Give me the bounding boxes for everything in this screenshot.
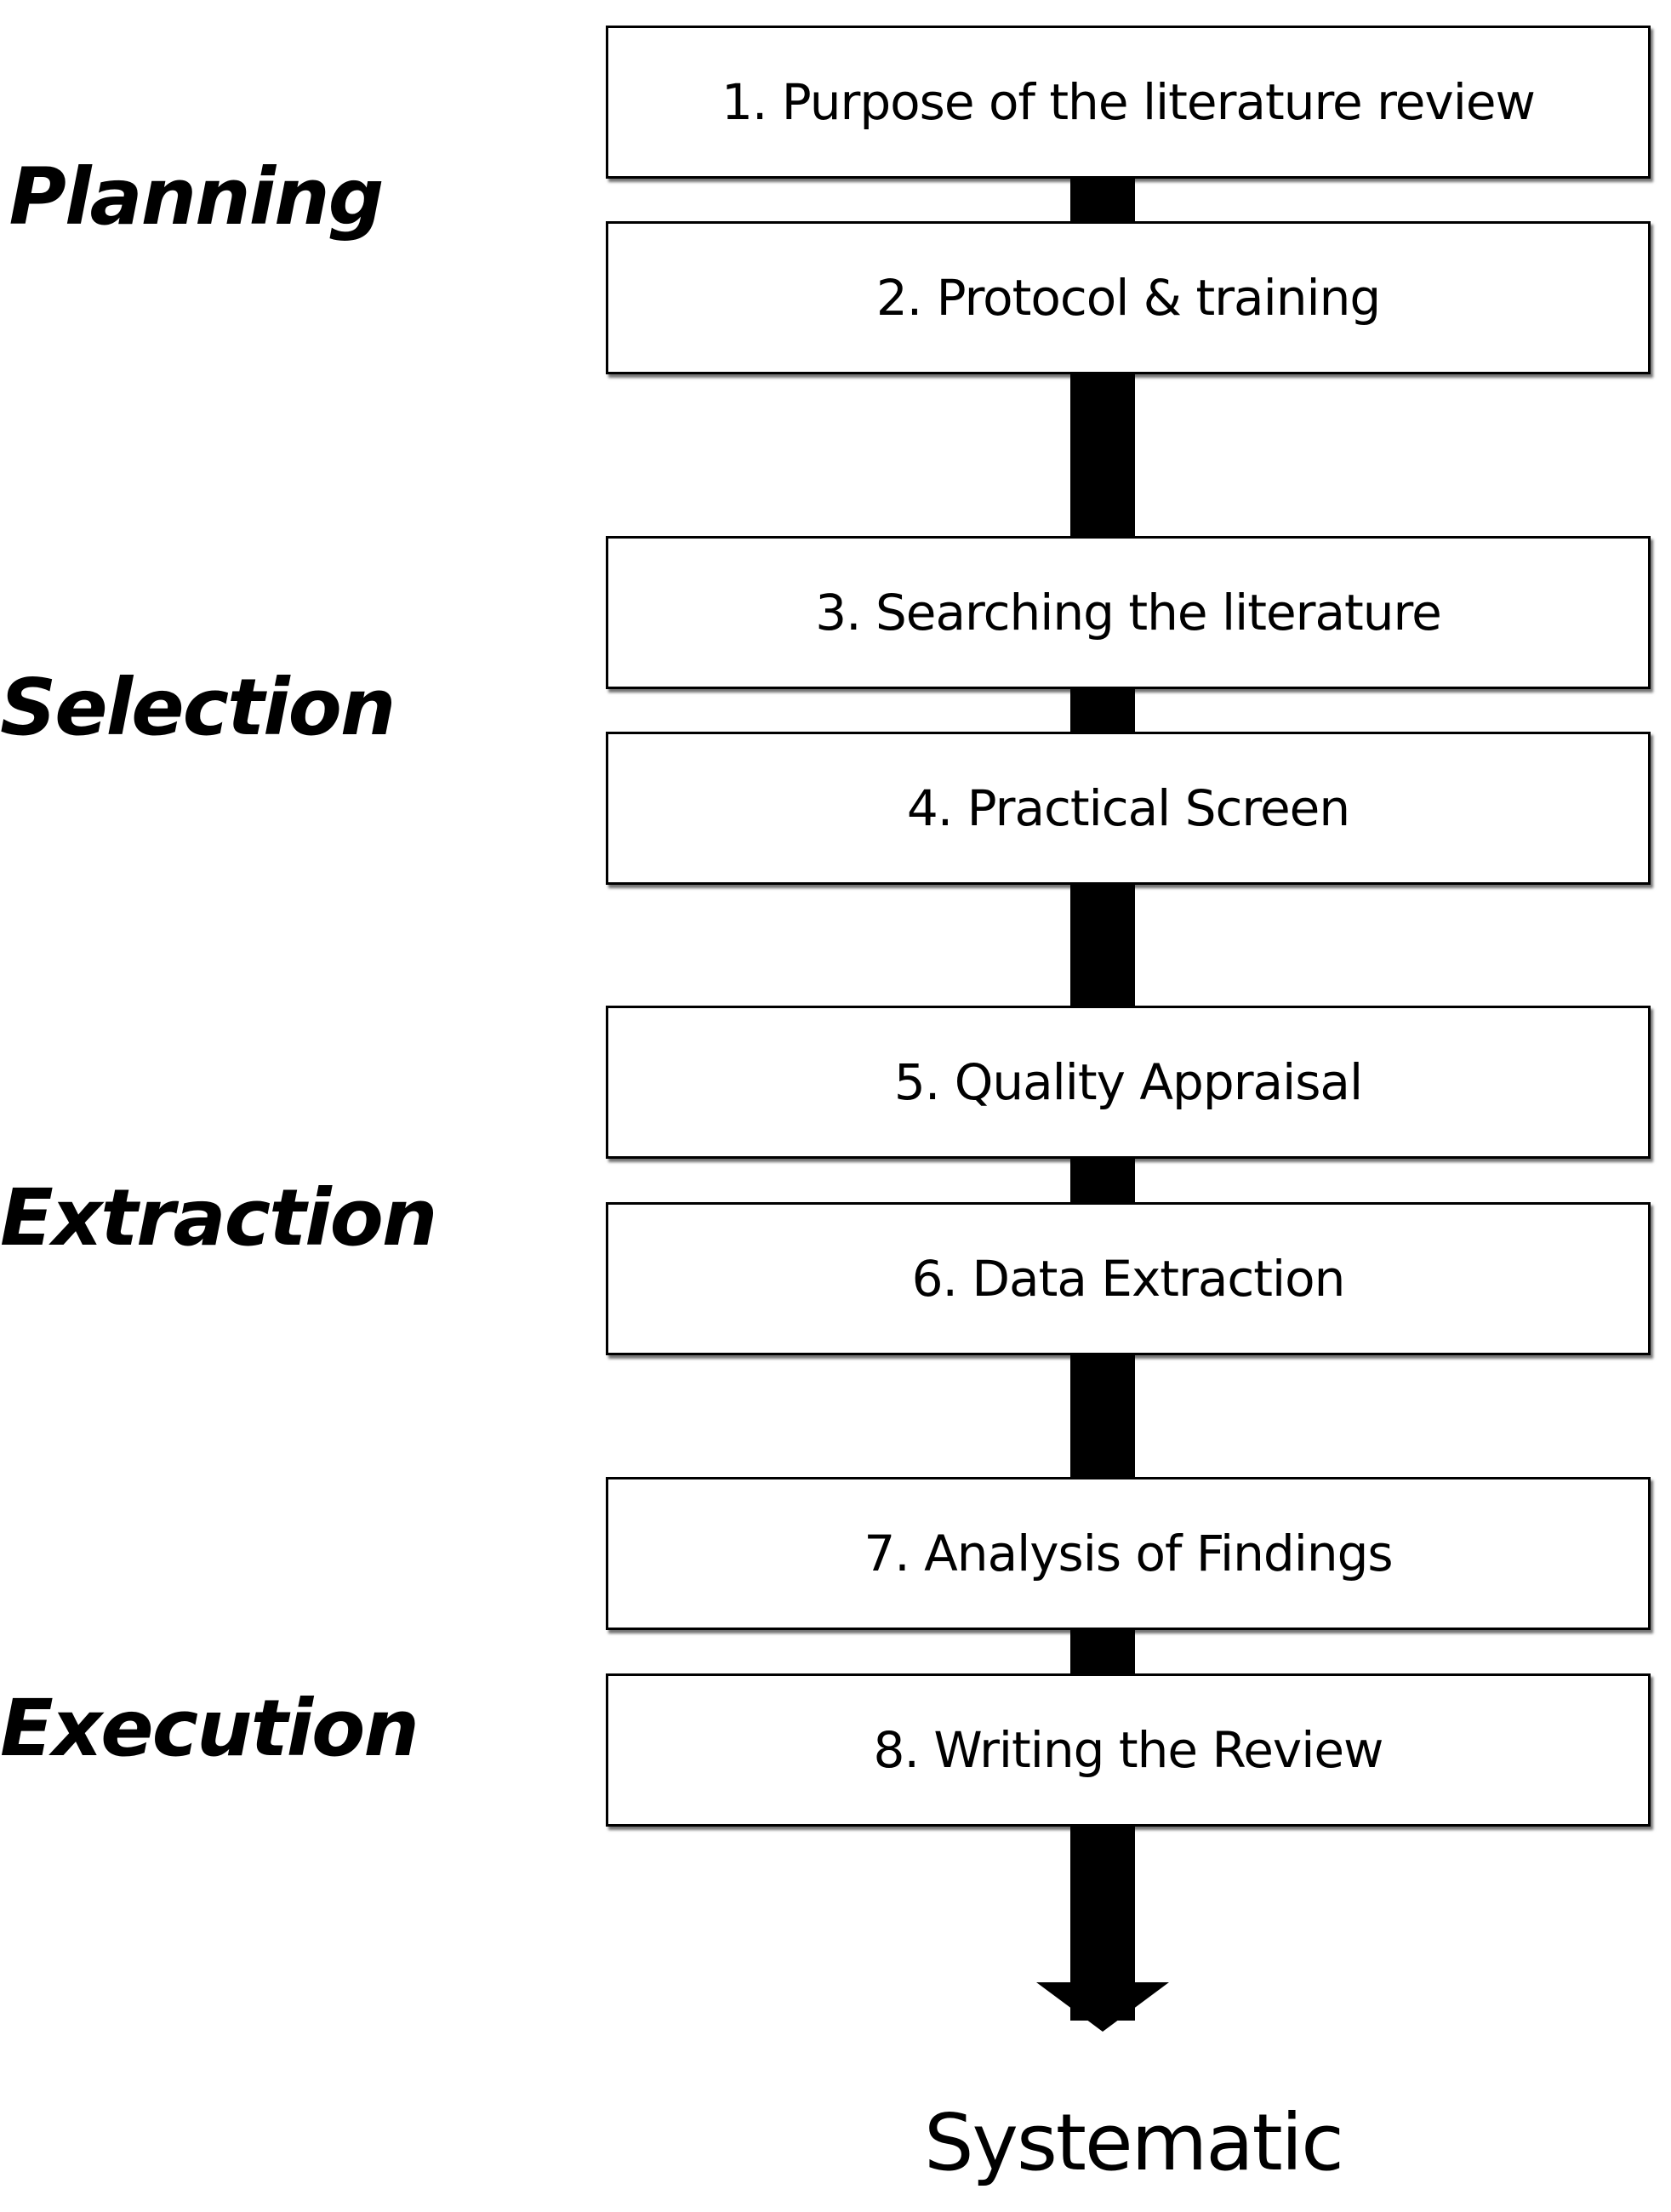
step-label: 8. Writing the Review xyxy=(873,1721,1384,1779)
outcome-label: Systematic xyxy=(924,2097,1344,2188)
step-label: 2. Protocol & training xyxy=(875,269,1381,327)
step-box-3: 3. Searching the literature xyxy=(606,536,1651,689)
step-box-5: 5. Quality Appraisal xyxy=(606,1006,1651,1159)
phase-label-extraction: Extraction xyxy=(0,1172,437,1263)
step-label: 6. Data Extraction xyxy=(911,1250,1346,1308)
step-label: 3. Searching the literature xyxy=(815,584,1442,641)
phase-label-planning: Planning xyxy=(9,151,385,242)
phase-label-selection: Selection xyxy=(0,662,396,753)
step-label: 4. Practical Screen xyxy=(906,779,1350,837)
step-label: 5. Quality Appraisal xyxy=(893,1053,1363,1111)
step-box-1: 1. Purpose of the literature review xyxy=(606,26,1651,179)
step-label: 7. Analysis of Findings xyxy=(864,1525,1393,1582)
flow-arrowhead xyxy=(1036,1982,1169,2032)
step-box-2: 2. Protocol & training xyxy=(606,221,1651,374)
step-label: 1. Purpose of the literature review xyxy=(721,73,1536,131)
step-box-6: 6. Data Extraction xyxy=(606,1202,1651,1355)
step-box-7: 7. Analysis of Findings xyxy=(606,1477,1651,1630)
step-box-8: 8. Writing the Review xyxy=(606,1673,1651,1827)
step-box-4: 4. Practical Screen xyxy=(606,732,1651,885)
phase-label-execution: Execution xyxy=(0,1683,419,1774)
